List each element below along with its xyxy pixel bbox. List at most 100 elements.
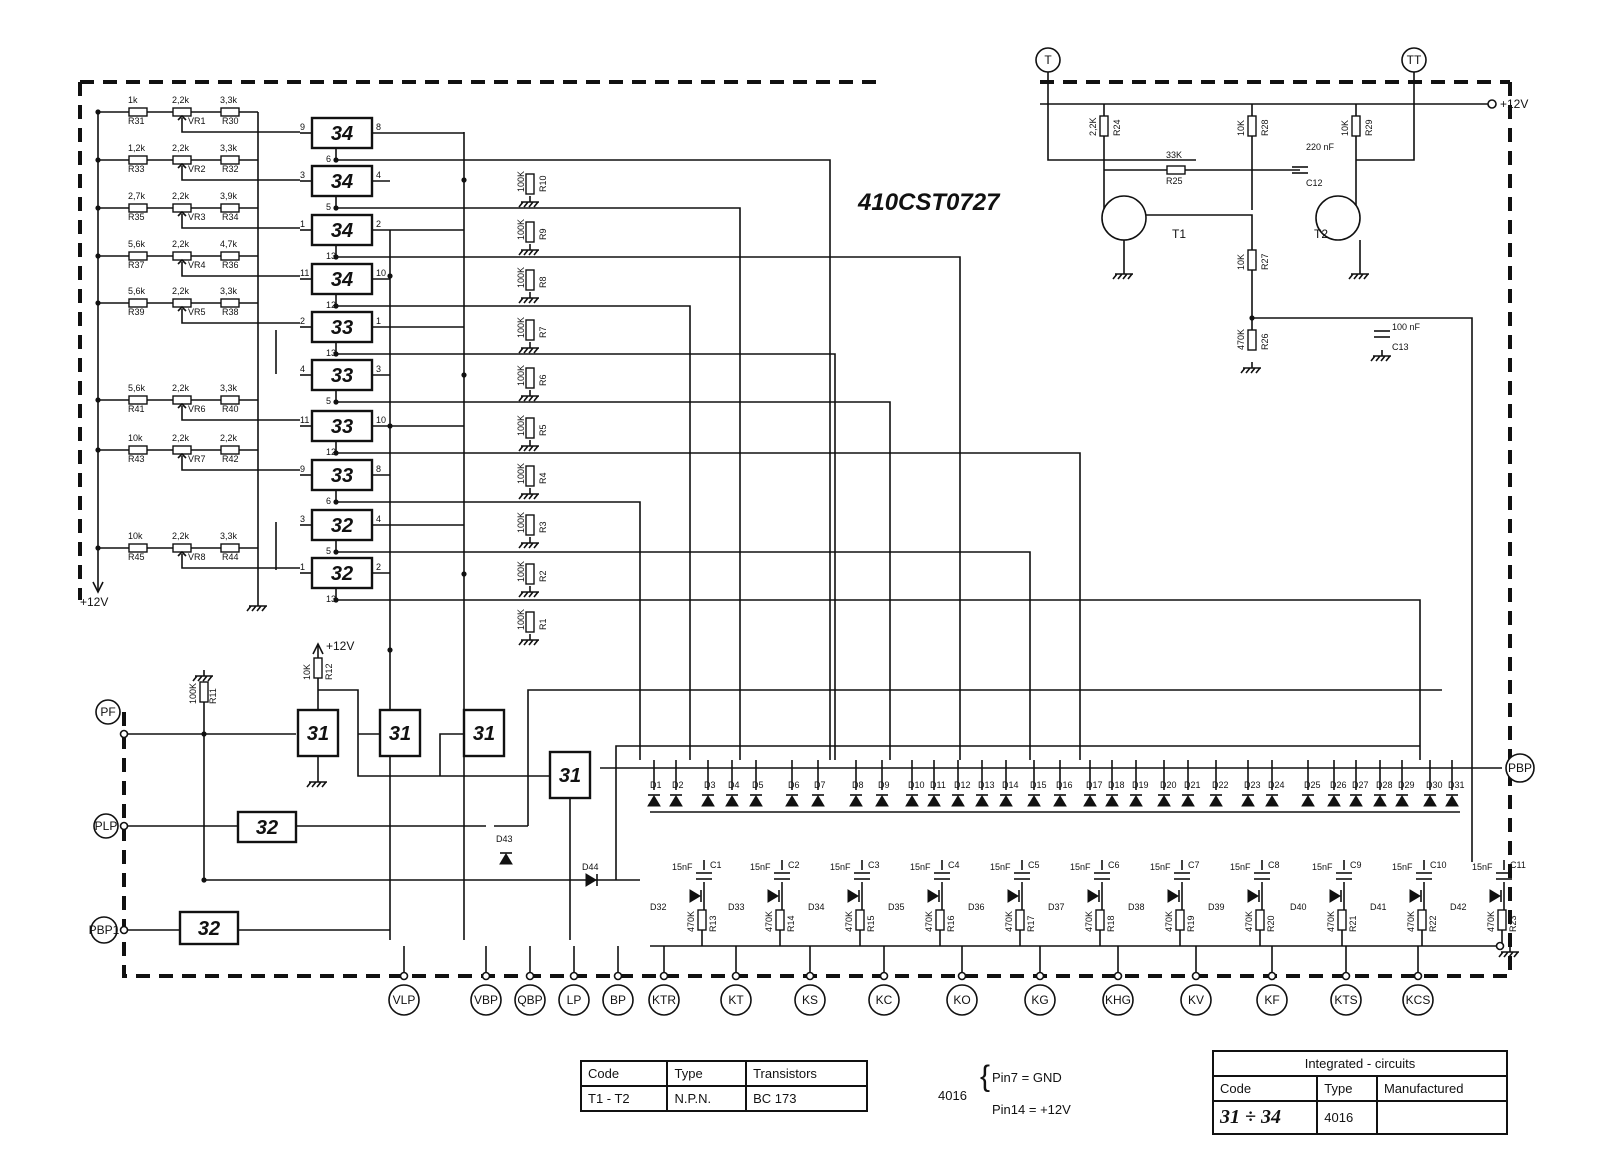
resistor-value: 2,2k — [220, 433, 238, 443]
ground-symbol — [518, 249, 539, 256]
junction-dot — [201, 731, 207, 737]
diode-name: D10 — [908, 780, 925, 790]
pot-value: 2,2k — [172, 433, 190, 443]
resistor — [220, 445, 240, 455]
resistor — [220, 543, 240, 553]
diode-name: D35 — [888, 902, 905, 912]
pot-name: VR4 — [188, 260, 206, 270]
diode — [1209, 795, 1223, 807]
osc-wire — [1356, 72, 1415, 161]
ic-table-cell: 4016 — [1316, 1100, 1378, 1135]
resistor-name: R15 — [866, 915, 876, 932]
terminal-pbp1 — [90, 916, 118, 944]
components — [92, 107, 1519, 958]
resistor-value: 470K — [1164, 911, 1174, 932]
ic-table-title: Integrated - circuits — [1212, 1050, 1508, 1077]
resistor-value: 470K — [1236, 329, 1246, 350]
resistor — [128, 445, 148, 455]
pin-note-line2: Pin14 = +12V — [992, 1102, 1071, 1117]
connector-pin — [569, 971, 579, 981]
diode — [849, 795, 863, 807]
junction-dot — [387, 647, 393, 653]
pulldown-resistor — [525, 367, 535, 389]
chip-code: 32 — [331, 563, 353, 585]
chip-code: 34 — [331, 171, 353, 193]
resistor — [220, 395, 240, 405]
resistor — [1095, 909, 1105, 931]
diode — [875, 795, 889, 807]
ic-table-header: Code — [1211, 1075, 1319, 1102]
diode-name: D7 — [814, 780, 826, 790]
pulldown-resistor — [525, 319, 535, 341]
pin-note-brace: { — [980, 1060, 991, 1093]
diode — [1445, 795, 1459, 807]
cap-name: C5 — [1028, 860, 1040, 870]
diode — [1241, 795, 1255, 807]
resistor-name: R34 — [222, 212, 239, 222]
ic-31 — [462, 708, 506, 758]
wiper-wire — [181, 412, 300, 421]
transistor-name: T2 — [1314, 227, 1328, 241]
resistor-value: 100K — [516, 365, 526, 386]
resistor-name: R10 — [538, 175, 548, 192]
connector-pin — [1113, 971, 1123, 981]
diode-name: D6 — [788, 780, 800, 790]
diode-name: D9 — [878, 780, 890, 790]
pin-number: 1 — [300, 562, 305, 572]
ic-33 — [310, 358, 374, 392]
ground-symbol — [306, 781, 327, 788]
terminal-kg-label: KG — [1031, 993, 1048, 1007]
connector-pin — [399, 971, 409, 981]
diode-name: D8 — [852, 780, 864, 790]
chain-wire — [318, 689, 560, 777]
pin-number: 11 — [300, 268, 309, 278]
resistor — [1351, 115, 1361, 137]
diode-name: D34 — [808, 902, 825, 912]
diode — [927, 889, 939, 903]
resistor — [128, 107, 148, 117]
diode — [785, 795, 799, 807]
resistor-value: 470K — [924, 911, 934, 932]
pot-name: VR5 — [188, 307, 206, 317]
control-line — [335, 540, 1031, 760]
diode-name: D22 — [1212, 780, 1229, 790]
wiper-wire — [181, 560, 300, 569]
terminal-tt-label: TT — [1407, 53, 1422, 67]
resistor — [172, 298, 192, 308]
resistor — [1166, 165, 1186, 175]
resistor-name: R37 — [128, 260, 145, 270]
ground-symbol — [518, 201, 539, 208]
connector-pin — [731, 971, 741, 981]
ground-symbol — [518, 591, 539, 598]
diode-name: D39 — [1208, 902, 1225, 912]
resistor-value: 470K — [1084, 911, 1094, 932]
transistor-table-cell: T1 - T2 — [579, 1085, 669, 1112]
terminal-vbp-label: VBP — [474, 993, 498, 1007]
pin-number: 6 — [326, 496, 331, 506]
pin-number: 9 — [300, 464, 305, 474]
ground-symbol — [1348, 273, 1369, 280]
chip-code: 31 — [473, 723, 495, 745]
pot-wiper — [177, 114, 187, 124]
ic-table-header: Type — [1316, 1075, 1378, 1102]
supply-label: +12V — [1500, 97, 1528, 111]
diode — [1053, 795, 1067, 807]
resistor-name: R25 — [1166, 176, 1183, 186]
resistor — [128, 203, 148, 213]
diode-name: D33 — [728, 902, 745, 912]
resistor — [172, 107, 192, 117]
terminal-kf — [1256, 984, 1288, 1016]
terminal-bp-label: BP — [610, 993, 626, 1007]
pulldown-resistor — [525, 269, 535, 291]
chip-code: 32 — [198, 918, 220, 940]
ic-32 — [178, 910, 240, 946]
junction-dot — [333, 549, 339, 555]
ic-table-header: Manufactured — [1375, 1075, 1509, 1102]
resistor-name: R32 — [222, 164, 239, 174]
diode-name: D5 — [752, 780, 764, 790]
resistor-name: R18 — [1106, 915, 1116, 932]
diode-name: D13 — [978, 780, 995, 790]
junction-dot — [461, 372, 467, 378]
chip-code: 33 — [331, 465, 353, 487]
